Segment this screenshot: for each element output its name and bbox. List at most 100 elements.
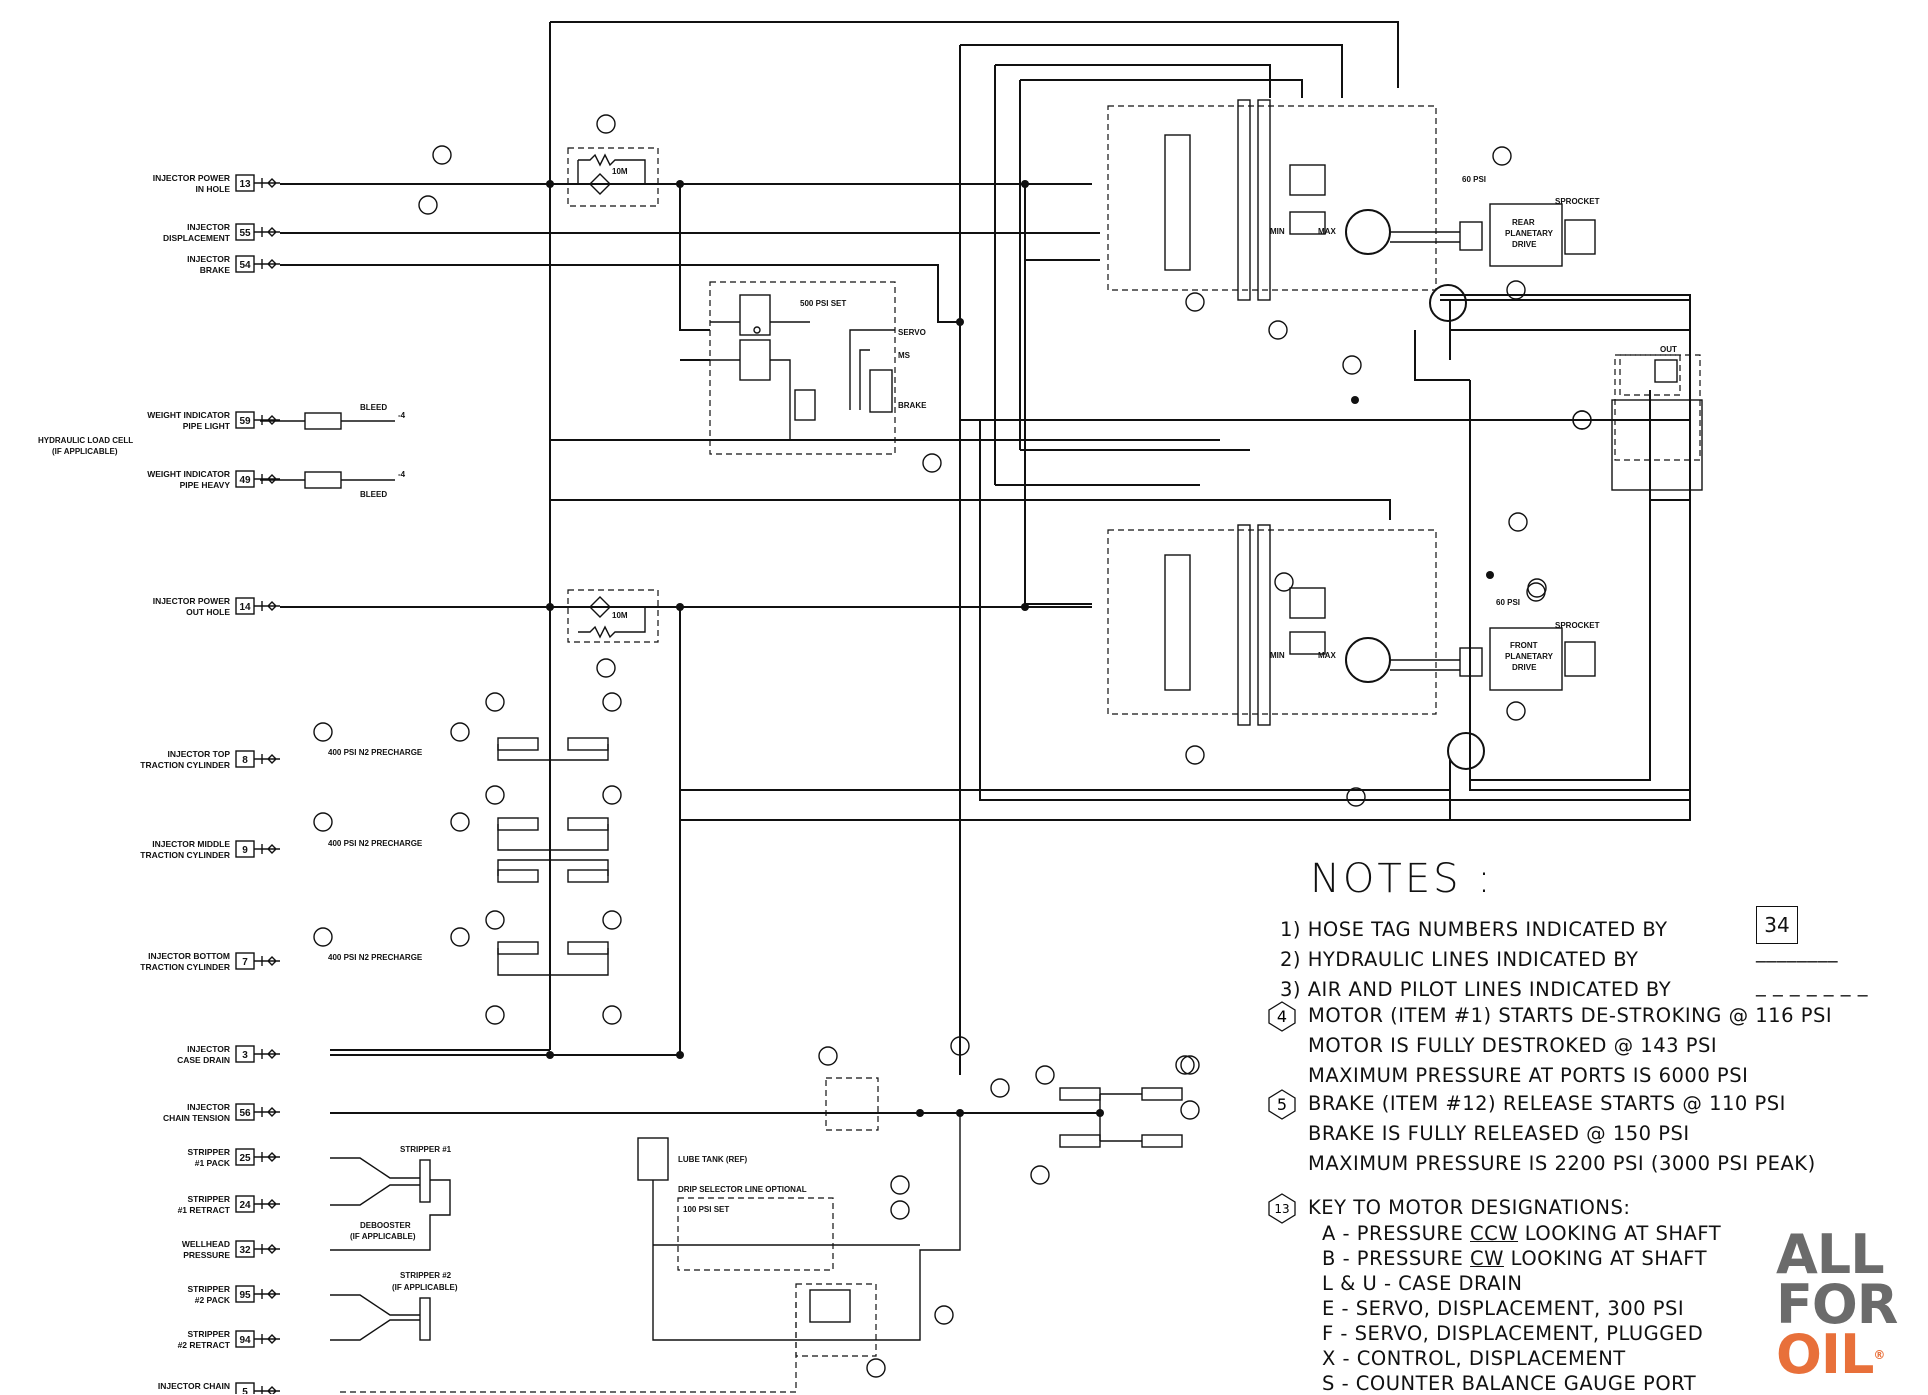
key-a-text: A - PRESSURE	[1322, 1222, 1464, 1245]
item-callout	[1274, 572, 1294, 592]
port-label-2: TRACTION CYLINDER	[140, 850, 230, 860]
note-3: 3) AIR AND PILOT LINES INDICATED BY	[1280, 978, 1672, 1001]
filter-upper: 10M	[567, 147, 659, 207]
item-callout	[1572, 410, 1592, 430]
drive-label: FRONT	[1510, 641, 1538, 650]
hydraulic-line-example: ________	[1756, 940, 1838, 963]
port-label: INJECTOR TOP	[167, 749, 230, 759]
port-label-2: TRACTION CYLINDER	[140, 962, 230, 972]
note-13-title: KEY TO MOTOR DESIGNATIONS:	[1308, 1196, 1631, 1219]
quick-connect	[254, 1244, 280, 1254]
ms-label: MS	[898, 351, 911, 360]
hose-tag-number: 32	[239, 1245, 251, 1256]
item-callout	[1035, 1065, 1055, 1085]
min-label: MIN	[1270, 651, 1285, 660]
lube-section: LUBE TANK (REF) DRIP SELECTOR LINE OPTIO…	[340, 1077, 1183, 1393]
stripper-label: STRIPPER #2	[400, 1271, 452, 1280]
quick-connect	[254, 474, 280, 484]
item-callout	[418, 195, 438, 215]
quick-connect	[254, 956, 280, 966]
note-13-lu: L & U - CASE DRAIN	[1322, 1272, 1523, 1295]
hose-tag-number: 95	[239, 1290, 251, 1301]
quick-connect	[254, 227, 280, 237]
quick-connect	[254, 178, 280, 188]
port-label-2: #2 RETRACT	[178, 1340, 231, 1350]
item-callout	[432, 145, 452, 165]
note-1: 1) HOSE TAG NUMBERS INDICATED BY	[1280, 918, 1668, 941]
port-label-2: OUT HOLE	[186, 607, 230, 617]
port-label-2: BRAKE	[200, 265, 231, 275]
stripper-note: (IF APPLICABLE)	[392, 1283, 458, 1292]
item-callout	[485, 910, 505, 930]
item-callout	[934, 1305, 954, 1325]
note-4c: MAXIMUM PRESSURE AT PORTS IS 6000 PSI	[1308, 1064, 1749, 1087]
note-4b: MOTOR IS FULLY DESTROKED @ 143 PSI	[1308, 1034, 1718, 1057]
hose-tag-number: 54	[239, 260, 251, 271]
hose-tag-number: 7	[242, 957, 248, 968]
valve-block-500psi: 500 PSI SET SERVO MS BRAKE	[709, 281, 927, 455]
port-label: INJECTOR MIDDLE	[152, 839, 230, 849]
hose-tag-number: 8	[242, 755, 248, 766]
load-cell: BLEED BLEED -4 -4 HYDRAULIC LOAD CELL (I…	[38, 403, 406, 499]
key-a-direction: CCW	[1470, 1222, 1519, 1245]
hose-tag-number: 59	[239, 416, 251, 427]
item-callout	[1527, 578, 1547, 598]
item-callout	[890, 1200, 910, 1220]
item-callouts	[313, 114, 1592, 1378]
item-callout	[1268, 320, 1288, 340]
out-label: OUT	[1660, 345, 1677, 354]
drive-label: DRIVE	[1512, 240, 1537, 249]
crossover-valve: OUT	[1611, 345, 1703, 491]
port-label-2: #2 PACK	[195, 1295, 231, 1305]
logo-registered-mark: ®	[1873, 1348, 1885, 1362]
port-label: STRIPPER	[187, 1194, 230, 1204]
main-lines	[280, 21, 1691, 1114]
item-callout	[1185, 292, 1205, 312]
brake-label: BRAKE	[898, 401, 927, 410]
note-13-badge: 13	[1268, 1193, 1296, 1224]
item-callout	[990, 1078, 1010, 1098]
port-label: WELLHEAD	[182, 1239, 230, 1249]
item-callout	[450, 812, 470, 832]
bleed-label: BLEED	[360, 490, 387, 499]
hose-tag-number: 3	[242, 1050, 248, 1061]
note-4a: MOTOR (ITEM #1) STARTS DE-STROKING @ 116…	[1308, 1004, 1833, 1027]
item-callout	[890, 1175, 910, 1195]
item-callout	[1175, 1055, 1195, 1075]
quick-connect	[254, 259, 280, 269]
item-callout	[922, 453, 942, 473]
key-a-suffix: LOOKING AT SHAFT	[1524, 1222, 1722, 1245]
quick-connect	[254, 754, 280, 764]
hose-tag-number: 13	[239, 179, 251, 190]
port-label: INJECTOR	[187, 254, 230, 264]
port-label-2: PRESSURE	[183, 1250, 230, 1260]
quick-connect	[254, 1289, 280, 1299]
port-label-2: LUBRICATOR	[175, 1392, 230, 1394]
drip-label: DRIP SELECTOR LINE OPTIONAL	[678, 1185, 807, 1194]
item-callout	[313, 927, 333, 947]
item-callout	[485, 785, 505, 805]
item-callout	[602, 785, 622, 805]
item-callout	[485, 1005, 505, 1025]
port-label-2: CASE DRAIN	[177, 1055, 230, 1065]
traction-cylinders: 400 PSI N2 PRECHARGE 400 PSI N2 PRECHARG…	[328, 737, 609, 976]
key-b-suffix: LOOKING AT SHAFT	[1510, 1247, 1708, 1270]
port-label: INJECTOR CHAIN	[158, 1381, 230, 1391]
item-callout	[950, 1036, 970, 1056]
port-label: WEIGHT INDICATOR	[147, 410, 230, 420]
valve-setting: 500 PSI SET	[800, 299, 846, 308]
stripper-section: STRIPPER #1 STRIPPER #2 (IF APPLICABLE) …	[330, 1145, 458, 1341]
quick-connect	[254, 1199, 280, 1209]
allforoil-logo: ALL FOR OIL®	[1776, 1228, 1898, 1382]
port-label: WEIGHT INDICATOR	[147, 469, 230, 479]
